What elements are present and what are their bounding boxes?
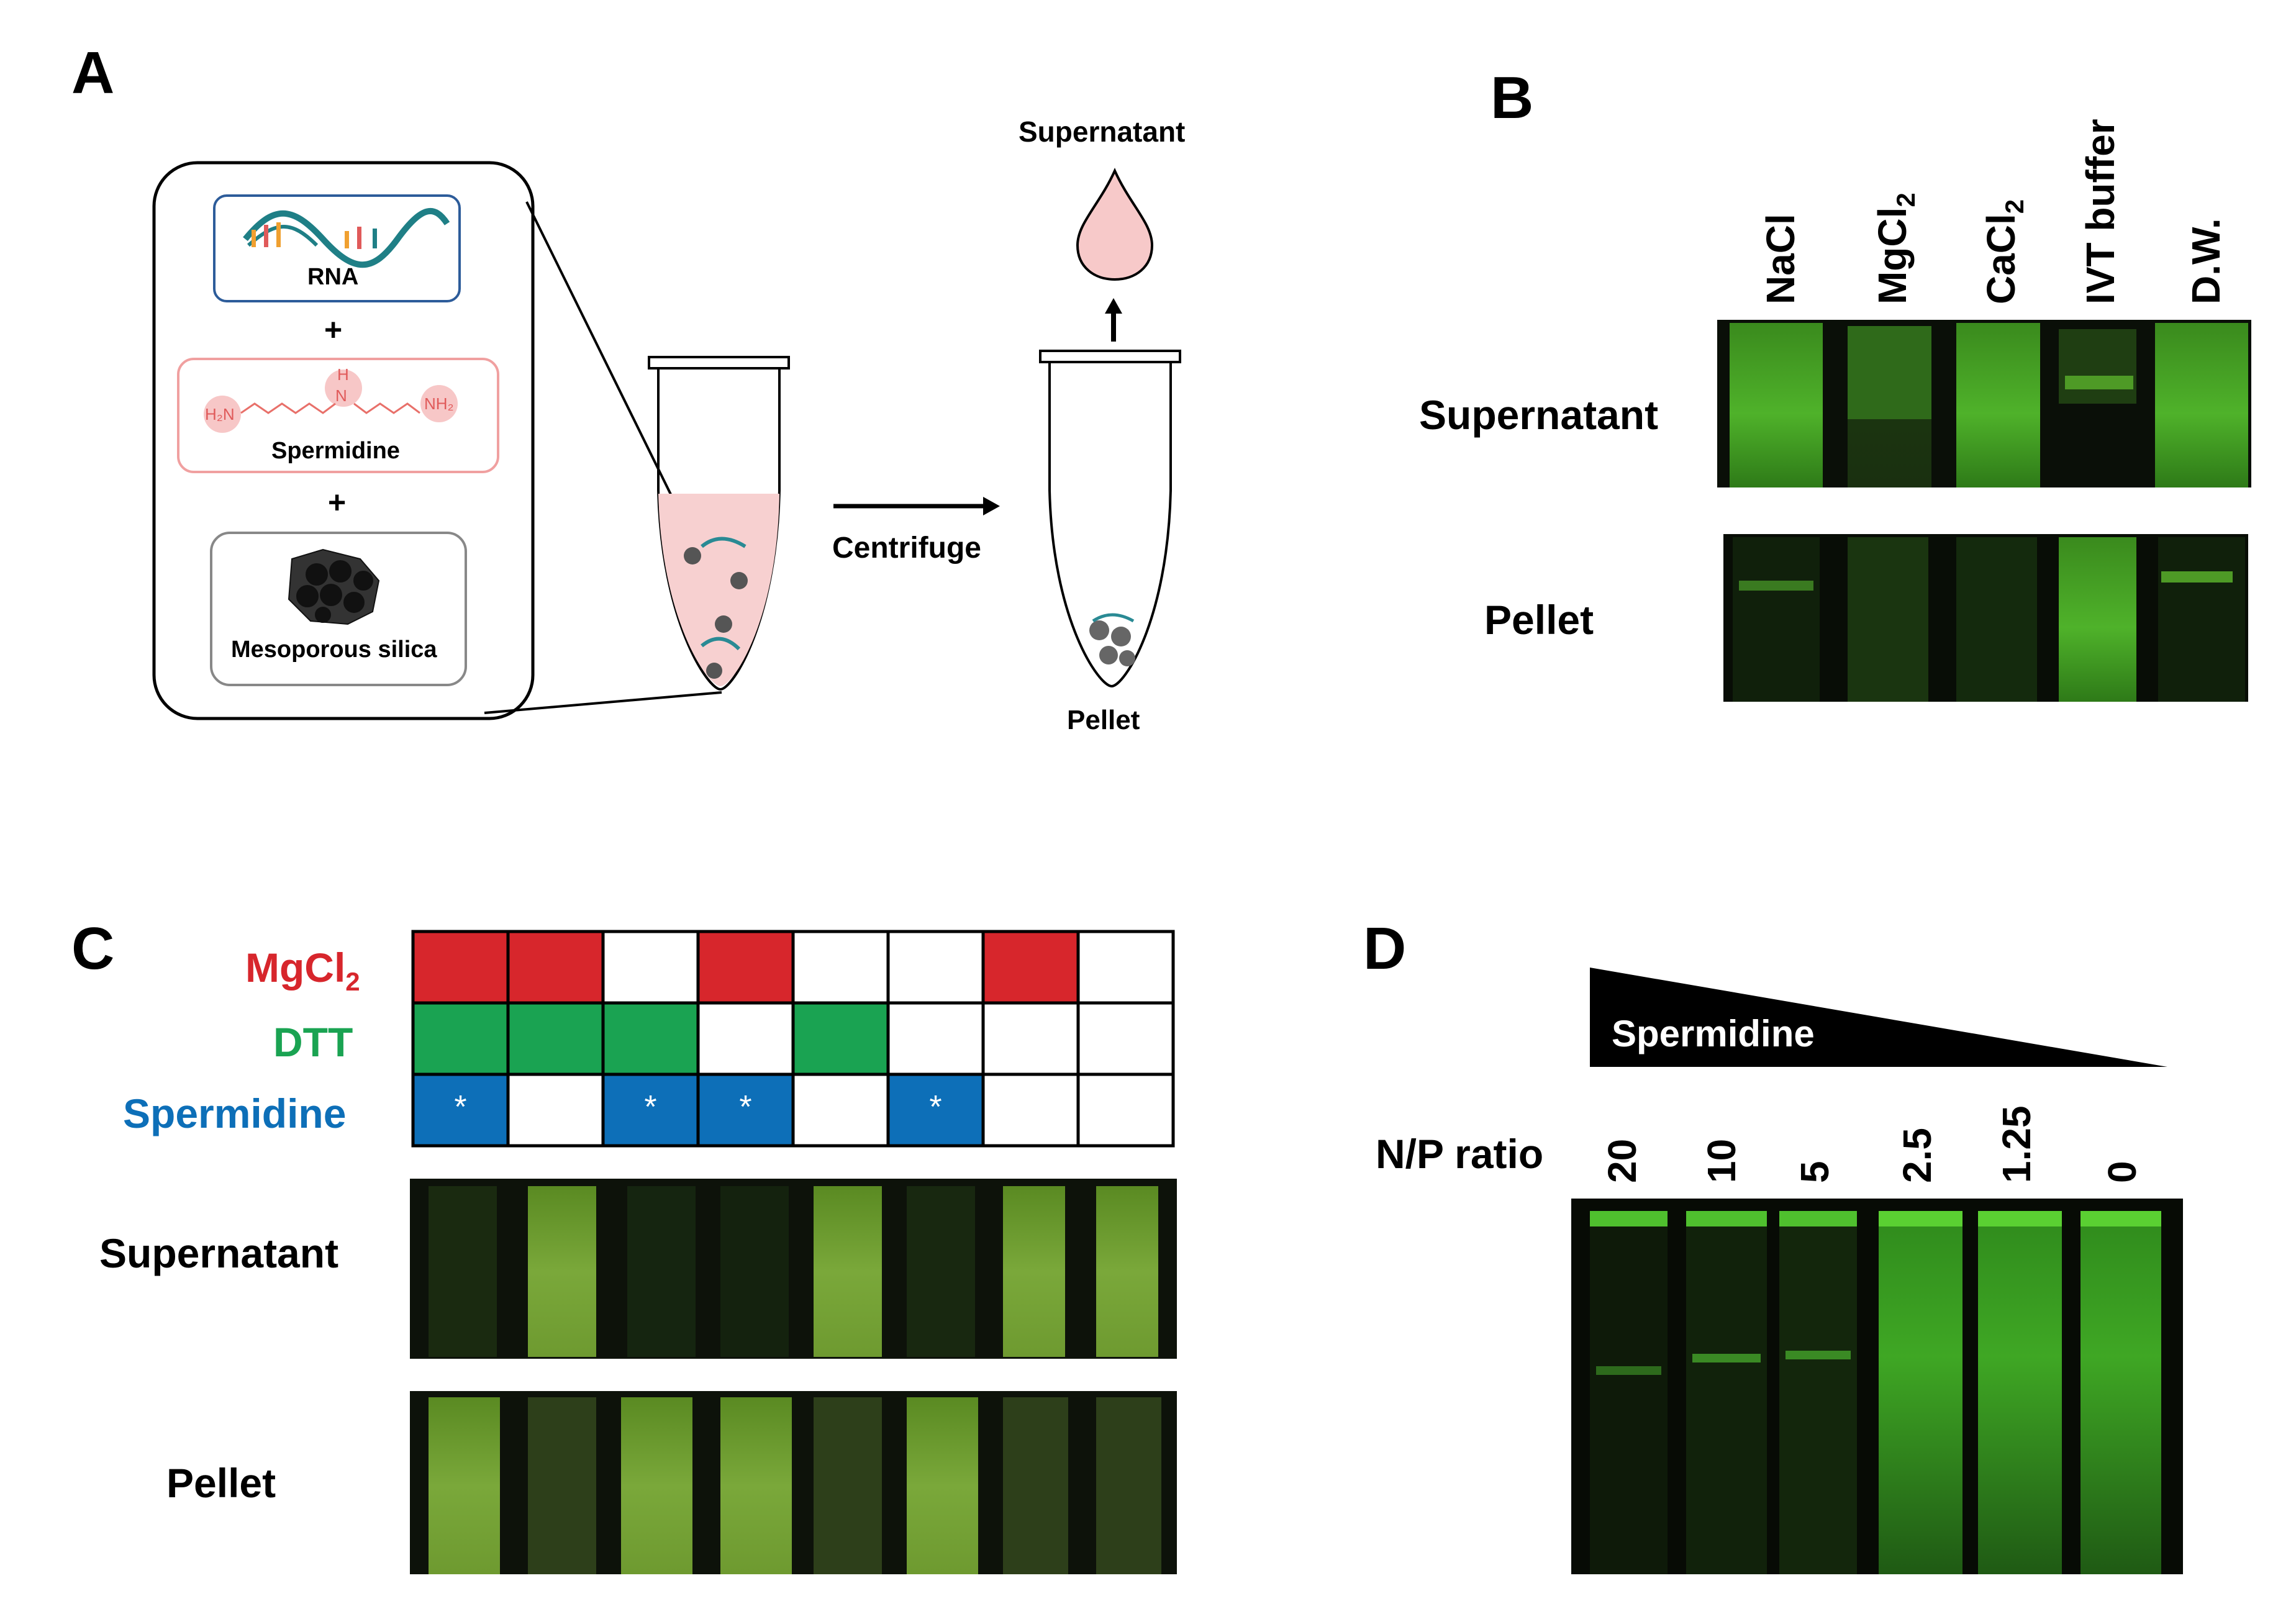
spermidine-asterisk: * bbox=[454, 1089, 466, 1125]
panel-c-gel-supernatant bbox=[410, 1179, 1177, 1359]
spermidine-box bbox=[177, 358, 499, 473]
rna-label: RNA bbox=[307, 264, 359, 290]
panel-c-letter: C bbox=[71, 915, 115, 982]
dtt-cell bbox=[981, 1001, 1080, 1076]
panel-c-gel-pellet bbox=[410, 1391, 1177, 1574]
plus-sign-2: + bbox=[328, 485, 347, 520]
mgcl2-cell bbox=[506, 930, 605, 1005]
panel-d-np-value: 0 bbox=[2100, 1161, 2144, 1183]
panel-b-gel-pellet bbox=[1723, 534, 2248, 702]
dtt-cell bbox=[601, 1001, 700, 1076]
components-box bbox=[152, 161, 535, 720]
mgcl2-cell bbox=[601, 930, 700, 1005]
spermidine-cell bbox=[791, 1072, 890, 1148]
panel-c-supernatant-label: Supernatant bbox=[99, 1230, 339, 1276]
spermidine-n-label: N bbox=[335, 386, 347, 405]
panel-c-spermidine-row-label: Spermidine bbox=[123, 1090, 347, 1136]
spermidine-asterisk: * bbox=[644, 1089, 656, 1125]
mesoporous-silica-icon bbox=[288, 548, 380, 625]
panel-d-np-value: 10 bbox=[1699, 1138, 1744, 1183]
tube-after-icon bbox=[1039, 350, 1181, 688]
silica-label: Mesoporous silica bbox=[231, 637, 437, 663]
panel-b-pellet-label: Pellet bbox=[1484, 597, 1594, 643]
rna-helix-icon bbox=[243, 207, 450, 268]
spermidine-nh2-label: NH₂ bbox=[424, 394, 454, 413]
panel-d-np-value: 1.25 bbox=[1994, 1105, 2039, 1183]
panel-d-np-value: 5 bbox=[1792, 1161, 1837, 1183]
supernatant-droplet-icon bbox=[1076, 168, 1154, 281]
tube-before-icon bbox=[648, 356, 790, 691]
panel-d-wedge-label: Spermidine bbox=[1612, 1013, 1815, 1054]
mgcl2-cell bbox=[791, 930, 890, 1005]
panel-b-lane-label: NaCl bbox=[1758, 214, 1803, 304]
panel-b-lane-label: IVT buffer bbox=[2078, 119, 2123, 304]
panel-d-gel bbox=[1571, 1199, 2183, 1574]
spermidine-h2n-label: H₂N bbox=[205, 405, 235, 424]
spermidine-structure-icon bbox=[204, 369, 458, 433]
silica-box bbox=[210, 532, 467, 686]
spermidine-h-label: H bbox=[337, 365, 349, 384]
panel-a-graphics bbox=[152, 161, 1181, 720]
mgcl2-cell bbox=[981, 930, 1080, 1005]
dtt-cell bbox=[411, 1001, 510, 1076]
dtt-cell bbox=[886, 1001, 985, 1076]
panel-c-dtt-row-label: DTT bbox=[273, 1019, 353, 1065]
spermidine-asterisk: * bbox=[739, 1089, 751, 1125]
panel-d-letter: D bbox=[1363, 915, 1407, 982]
dtt-cell bbox=[1076, 1001, 1175, 1076]
spermidine-cell bbox=[506, 1072, 605, 1148]
spermidine-asterisk: * bbox=[929, 1089, 942, 1125]
spermidine-cell bbox=[1076, 1072, 1175, 1148]
plus-sign-1: + bbox=[324, 312, 343, 347]
mgcl2-cell bbox=[1076, 930, 1175, 1005]
dtt-cell bbox=[791, 1001, 890, 1076]
mgcl2-cell bbox=[696, 930, 795, 1005]
panel-a-letter: A bbox=[71, 40, 115, 106]
supernatant-droplet-label: Supernatant bbox=[1019, 116, 1186, 148]
dtt-cell bbox=[696, 1001, 795, 1076]
panel-c-condition-table: * * * * bbox=[411, 930, 1175, 1148]
centrifuge-label: Centrifuge bbox=[832, 532, 981, 564]
dtt-cell bbox=[506, 1001, 605, 1076]
panel-d-np-value: 20 bbox=[1600, 1138, 1645, 1183]
pellet-tube-label: Pellet bbox=[1067, 705, 1140, 735]
spermidine-cell bbox=[411, 1072, 510, 1148]
panel-c-mgcl2-row-label: MgCl2 bbox=[245, 945, 360, 997]
panel-b-supernatant-label: Supernatant bbox=[1419, 392, 1659, 438]
panel-c-pellet-label: Pellet bbox=[166, 1460, 276, 1506]
spermidine-cell bbox=[981, 1072, 1080, 1148]
panel-b-lane-label: MgCl2 bbox=[1870, 193, 1920, 304]
panel-d-np-ratio-label: N/P ratio bbox=[1376, 1131, 1544, 1177]
spermidine-label: Spermidine bbox=[271, 438, 400, 464]
panel-b-lane-label: CaCl2 bbox=[1979, 199, 2029, 304]
panel-b-lane-label: D.W. bbox=[2184, 218, 2228, 304]
spermidine-gradient-wedge bbox=[1590, 968, 2167, 1067]
panel-d-np-value: 2.5 bbox=[1895, 1128, 1940, 1183]
mgcl2-cell bbox=[411, 930, 510, 1005]
mgcl2-cell bbox=[886, 930, 985, 1005]
panel-b-letter: B bbox=[1491, 65, 1534, 131]
rna-box bbox=[213, 194, 461, 302]
panel-b-gel-supernatant bbox=[1717, 320, 2251, 487]
